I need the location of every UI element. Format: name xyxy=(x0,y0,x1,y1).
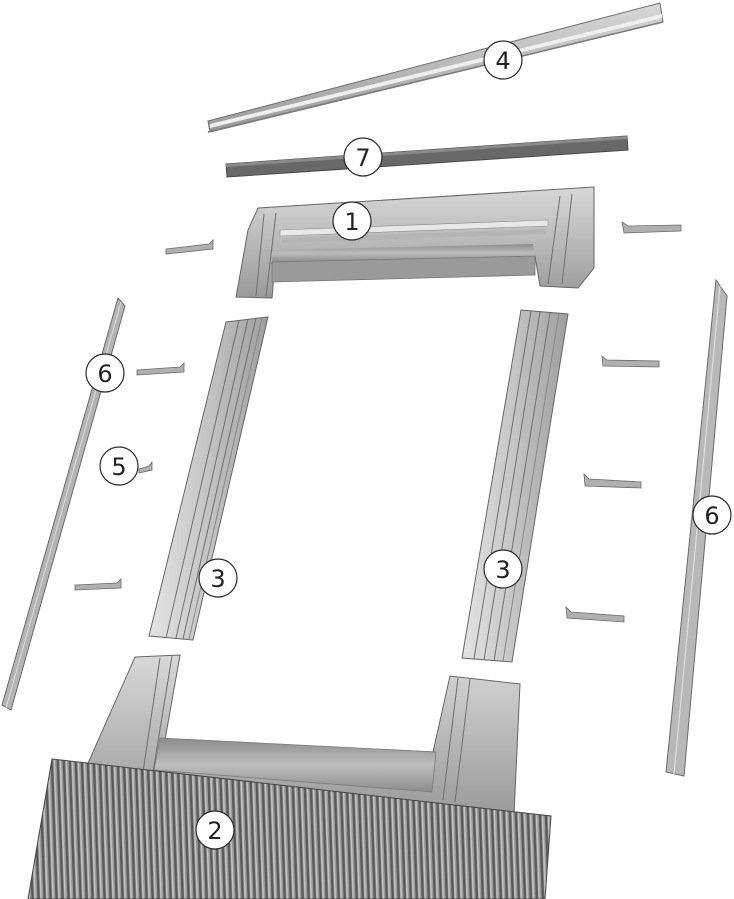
svg-text:1: 1 xyxy=(344,208,359,236)
svg-text:3: 3 xyxy=(210,565,225,593)
bottom-flashing-apron xyxy=(27,654,552,899)
clip-right-2 xyxy=(601,355,660,368)
svg-text:2: 2 xyxy=(207,817,222,845)
callout-3-right: 3 xyxy=(483,549,523,589)
callout-3-left: 3 xyxy=(198,558,238,598)
svg-text:5: 5 xyxy=(111,453,126,481)
callout-2: 2 xyxy=(195,810,235,850)
right-side-channel xyxy=(461,309,569,663)
svg-text:6: 6 xyxy=(97,360,112,388)
left-side-channel xyxy=(148,316,269,641)
svg-text:7: 7 xyxy=(355,144,370,172)
clip-left-small xyxy=(138,460,153,474)
callout-4: 4 xyxy=(483,40,523,80)
svg-text:6: 6 xyxy=(704,502,719,530)
svg-text:4: 4 xyxy=(495,47,510,75)
clips-group xyxy=(74,221,682,623)
clip-left-mid xyxy=(136,362,185,376)
callout-1: 1 xyxy=(332,201,372,241)
gasket-strip xyxy=(225,135,629,178)
top-cover-strip xyxy=(207,2,664,133)
top-flashing-piece xyxy=(235,186,595,299)
right-long-strip xyxy=(665,278,728,777)
clip-right-top xyxy=(621,221,682,234)
clip-right-3 xyxy=(583,472,642,489)
callout-6-right: 6 xyxy=(692,495,732,535)
callout-5: 5 xyxy=(99,446,139,486)
svg-text:3: 3 xyxy=(495,556,510,584)
clip-left-top xyxy=(165,239,214,255)
callout-7: 7 xyxy=(343,137,383,177)
callout-6-left: 6 xyxy=(85,353,125,393)
clip-left-low xyxy=(74,578,122,591)
clip-right-4 xyxy=(565,605,625,623)
